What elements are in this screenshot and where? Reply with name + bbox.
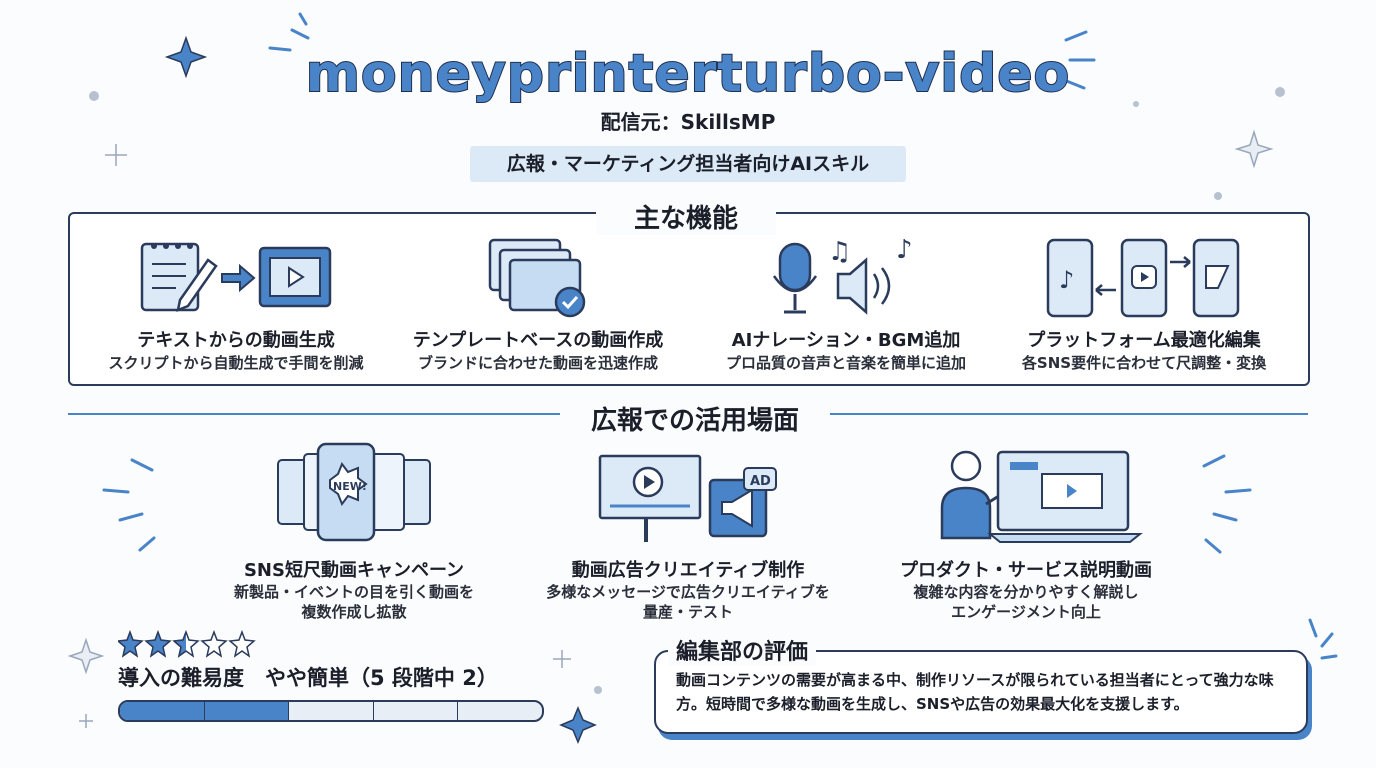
feature-desc: ブランドに合わせた動画を迅速作成 [417, 354, 658, 372]
usecase-desc: エンゲージメント向上 [951, 603, 1101, 621]
usecase-desc: 多様なメッセージで広告クリエイティブを [546, 583, 830, 601]
sparkle-icon [164, 35, 208, 79]
difficulty-stars [118, 630, 256, 658]
svg-text:♫: ♫ [828, 237, 851, 267]
usecase-title: 動画広告クリエイティブ制作 [571, 560, 805, 581]
feature-title: テンプレートベースの動画作成 [412, 330, 664, 351]
svg-text:♪: ♪ [896, 236, 913, 265]
features-heading: 主な機能 [596, 198, 776, 235]
feature-desc: プロ品質の音声と音楽を簡単に追加 [725, 354, 966, 372]
usecase-desc: 複数作成し拡散 [301, 603, 407, 621]
usecase-desc: 複雑な内容を分かりやすく解説し [913, 583, 1139, 601]
svg-text:♪: ♪ [1059, 266, 1074, 294]
template-stack-icon [488, 238, 586, 318]
feature-desc: 各SNS要件に合わせて尺調整・変換 [1021, 354, 1267, 372]
star-icon [144, 630, 172, 658]
usecase-desc: 新製品・イベントの目を引く動画を [233, 583, 474, 601]
billboard-icon: AD [598, 454, 777, 542]
difficulty-segment [120, 702, 205, 720]
audience-ribbon: 広報・マーケティング担当者向けAIスキル [470, 146, 906, 182]
star-icon [118, 630, 144, 658]
features-panel [68, 212, 1310, 386]
sparkle-icon [67, 637, 105, 675]
new-badge: NEW! [333, 480, 367, 493]
difficulty-bar [118, 700, 544, 722]
phones-platform-icon: ♪ [1046, 238, 1240, 318]
difficulty-segment [458, 702, 542, 720]
publisher-label: 配信元：SkillsMP [600, 110, 776, 134]
usecase-title: プロダクト・サービス説明動画 [900, 560, 1152, 581]
presenter-laptop-icon [940, 450, 1143, 543]
review-text: 動画コンテンツの需要が高まる中、制作リソースが限られている担当者にとって強力な味… [676, 671, 1274, 713]
usecase-title: SNS短尺動画キャンペーン [243, 560, 465, 581]
difficulty-segment [204, 702, 290, 720]
feature-title: テキストからの動画生成 [137, 330, 335, 351]
difficulty-segment [374, 702, 459, 720]
feature-desc: スクリプトから自動生成で手間を削減 [108, 354, 364, 372]
feature-title: プラットフォーム最適化編集 [1027, 330, 1261, 351]
usecases-heading: 広報での活用場面 [590, 406, 799, 436]
sparkle-icon [1234, 129, 1274, 169]
star-empty-icon [228, 630, 256, 658]
ad-badge: AD [750, 474, 771, 489]
feature-title: AIナレーション・BGM追加 [731, 330, 961, 351]
page-title: moneyprinterturbo-video [305, 43, 1071, 105]
sns-phone-icon: NEW! [277, 442, 431, 542]
usecase-desc: 量産・テスト [642, 603, 733, 621]
star-empty-icon [200, 630, 228, 658]
text-to-video-icon [140, 242, 332, 313]
microphone-speaker-icon: ♫ ♪ [772, 236, 913, 315]
difficulty-segment [289, 702, 374, 720]
review-title: 編集部の評価 [668, 634, 817, 666]
difficulty-label: 導入の難易度 やや簡単（5 段階中 2） [118, 666, 498, 690]
sparkle-icon [559, 706, 597, 744]
